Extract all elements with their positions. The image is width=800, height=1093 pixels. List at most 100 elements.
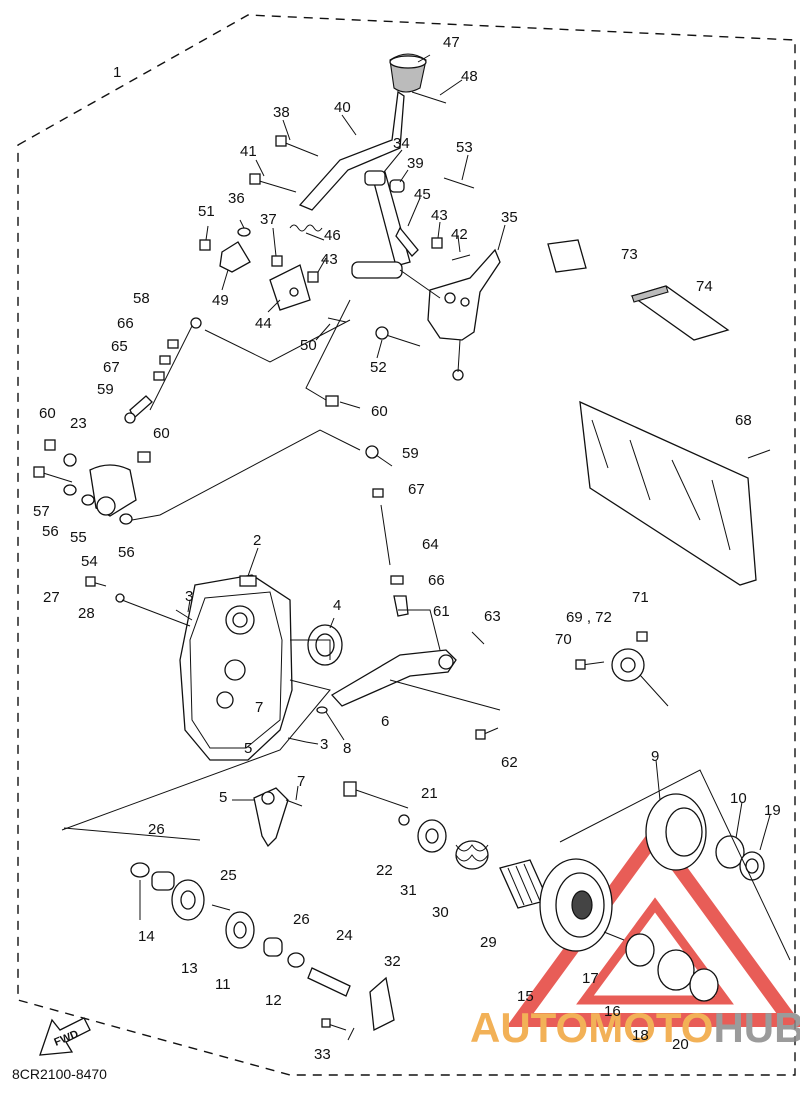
callout-2: 2 [253, 532, 261, 549]
shift-fork [232, 785, 303, 848]
callout-55: 55 [70, 529, 87, 546]
callout-43-upper: 43 [431, 207, 448, 224]
callout-43-lower: 43 [321, 251, 338, 268]
callout-51: 51 [198, 203, 215, 220]
clutch-spring [455, 840, 489, 870]
callout-29: 29 [480, 934, 497, 951]
label-sticker [547, 239, 587, 273]
callout-20: 20 [672, 1036, 689, 1053]
shift-rod-lower [365, 445, 409, 617]
callout-25: 25 [220, 867, 237, 884]
mount-bracket [219, 241, 251, 273]
callout-37: 37 [260, 211, 277, 228]
callout-13: 13 [181, 960, 198, 977]
callout-70: 70 [555, 631, 572, 648]
callout-58: 58 [133, 290, 150, 307]
callout-38: 38 [273, 104, 290, 121]
callout-68: 68 [735, 412, 752, 429]
callout-44: 44 [255, 315, 272, 332]
reverse-gear-set [63, 827, 395, 1041]
callout-1: 1 [113, 64, 121, 81]
callout-5-lower: 5 [219, 789, 227, 806]
bell-crank [33, 429, 361, 525]
callout-41: 41 [240, 143, 257, 160]
callout-30: 30 [432, 904, 449, 921]
callout-54: 54 [81, 553, 98, 570]
callout-15: 15 [517, 988, 534, 1005]
callout-7-upper: 7 [255, 699, 263, 716]
callout-66-lower: 66 [428, 572, 445, 589]
transmission-case [61, 547, 345, 831]
callout-64: 64 [422, 536, 439, 553]
callout-22: 22 [376, 862, 393, 879]
shift-lever-assembly [199, 53, 506, 409]
callout-7-lower: 7 [297, 773, 305, 790]
callout-46: 46 [324, 227, 341, 244]
fwd-arrow-icon: FWD [39, 1017, 91, 1056]
callout-8: 8 [343, 740, 351, 757]
callout-39: 39 [407, 155, 424, 172]
callout-26-upper: 26 [148, 821, 165, 838]
callout-35: 35 [501, 209, 518, 226]
driven-gear [559, 759, 791, 961]
callout-3-lower: 3 [320, 736, 328, 753]
svg-text:AUTOMOTOHUB: AUTOMOTOHUB [470, 1004, 800, 1051]
diagram-reference-code: 8CR2100-8470 [12, 1066, 107, 1082]
callout-32: 32 [384, 953, 401, 970]
callout-50: 50 [300, 337, 317, 354]
callout-66-upper: 66 [117, 315, 134, 332]
shift-rod-upper [124, 317, 202, 424]
watermark-text-moto: MOTO [588, 1004, 713, 1051]
callout-21: 21 [421, 785, 438, 802]
watermark-text-hub: HUB [713, 1004, 800, 1051]
callout-59-upper: 59 [97, 381, 114, 398]
callout-16: 16 [604, 1003, 621, 1020]
callout-71: 71 [632, 589, 649, 606]
callout-73: 73 [621, 246, 638, 263]
callout-4: 4 [333, 597, 341, 614]
callout-60-left: 60 [39, 405, 56, 422]
callout-60-upper: 60 [371, 403, 388, 420]
link-plate [269, 264, 311, 311]
shift-shaft-lever [330, 609, 501, 740]
shift-lever [298, 90, 405, 211]
callout-48: 48 [461, 68, 478, 85]
drive-sprocket [539, 858, 719, 1002]
callout-67-upper: 67 [103, 359, 120, 376]
callout-3-upper: 3 [185, 588, 193, 605]
warning-label [630, 285, 730, 341]
callout-18: 18 [632, 1027, 649, 1044]
callout-59-lower: 59 [402, 445, 419, 462]
spindle-bolt [343, 781, 447, 853]
callout-6: 6 [381, 713, 389, 730]
callout-34: 34 [393, 135, 410, 152]
watermark-text-auto: AUTO [470, 1004, 588, 1051]
callout-28: 28 [78, 605, 95, 622]
callout-49: 49 [212, 292, 229, 309]
callout-45: 45 [414, 186, 431, 203]
shift-arm [427, 248, 501, 341]
speed-sensor [575, 631, 669, 707]
callout-17: 17 [582, 970, 599, 987]
assembly-boundary [17, 14, 796, 1076]
callout-56-left: 56 [42, 523, 59, 540]
callout-12: 12 [265, 992, 282, 1009]
callout-5-upper: 5 [244, 740, 252, 757]
callout-10: 10 [730, 790, 747, 807]
callout-74: 74 [696, 278, 713, 295]
callout-67-lower: 67 [408, 481, 425, 498]
callout-14: 14 [138, 928, 155, 945]
callout-33: 33 [314, 1046, 331, 1063]
callout-47: 47 [443, 34, 460, 51]
callout-42: 42 [451, 226, 468, 243]
callout-52: 52 [370, 359, 387, 376]
callout-63: 63 [484, 608, 501, 625]
callout-27: 27 [43, 589, 60, 606]
callout-36: 36 [228, 190, 245, 207]
callout-56-right: 56 [118, 544, 135, 561]
callout-53: 53 [456, 139, 473, 156]
callout-9: 9 [651, 748, 659, 765]
callout-23: 23 [70, 415, 87, 432]
callout-labels: 1 47 48 40 38 34 53 41 39 45 35 51 36 37… [33, 34, 781, 1063]
